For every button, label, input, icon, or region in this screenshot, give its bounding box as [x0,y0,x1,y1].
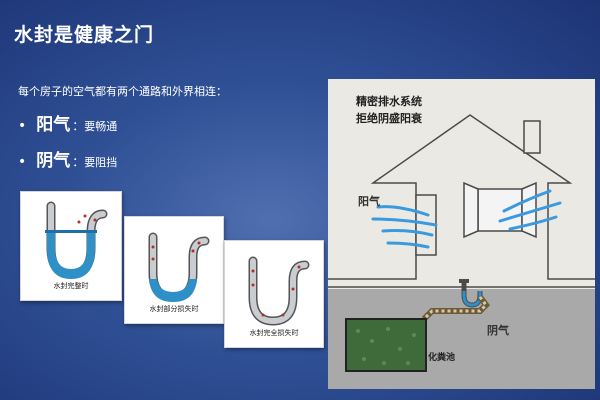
trap-card-partial: 水封部分损失时 [124,216,224,324]
bullet-desc: 要阻挡 [84,156,118,169]
diagram-title-2: 拒绝阴盛阳衰 [356,112,422,125]
bullet-yang: • 阳气 ： 要畅通 [18,110,117,135]
bullet-colon: ： [72,155,85,169]
house-drainage-illustration [328,114,595,389]
label-yin: 阴气 [487,324,509,337]
airflow-yang-icon [371,205,438,249]
bullet-key: 阳气 [36,115,71,135]
label-septic-tank: 化粪池 [428,353,456,363]
bullet-dot-icon: • [18,118,27,134]
card-caption: 水封完全损失时 [249,329,299,337]
bullet-desc: 要畅通 [84,120,118,133]
trap-card-full: 水封完整时 [20,191,122,301]
card-caption: 水封部分损失时 [149,305,199,313]
window-right [463,181,537,239]
bullet-colon: ： [72,119,85,133]
septic-tank [345,318,427,372]
bullet-dot-icon: • [18,154,27,170]
drain-pipe [421,295,490,322]
diagram-title-1: 精密排水系统 [356,95,422,108]
label-yang: 阳气 [358,195,380,208]
chimney [523,120,541,154]
trap-card-empty: 水封完全损失时 [224,240,324,348]
card-caption: 水封完整时 [53,282,89,290]
slide-title: 水封是健康之门 [14,24,155,46]
bullet-key: 阴气 [36,151,71,171]
p-trap-partial-illustration [148,232,210,302]
tank-texture [356,327,416,365]
p-trap-empty-illustration [248,256,310,326]
bullet-yin: • 阴气 ： 要阻挡 [18,146,117,171]
drainage-diagram: 精密排水系统 拒绝阴盛阳衰 阳气 阴气 化粪池 [328,79,595,389]
airflow-out-icon [498,189,562,231]
intro-text: 每个房子的空气都有两个通路和外界相连： [18,85,227,98]
p-trap-full-illustration [45,201,108,279]
